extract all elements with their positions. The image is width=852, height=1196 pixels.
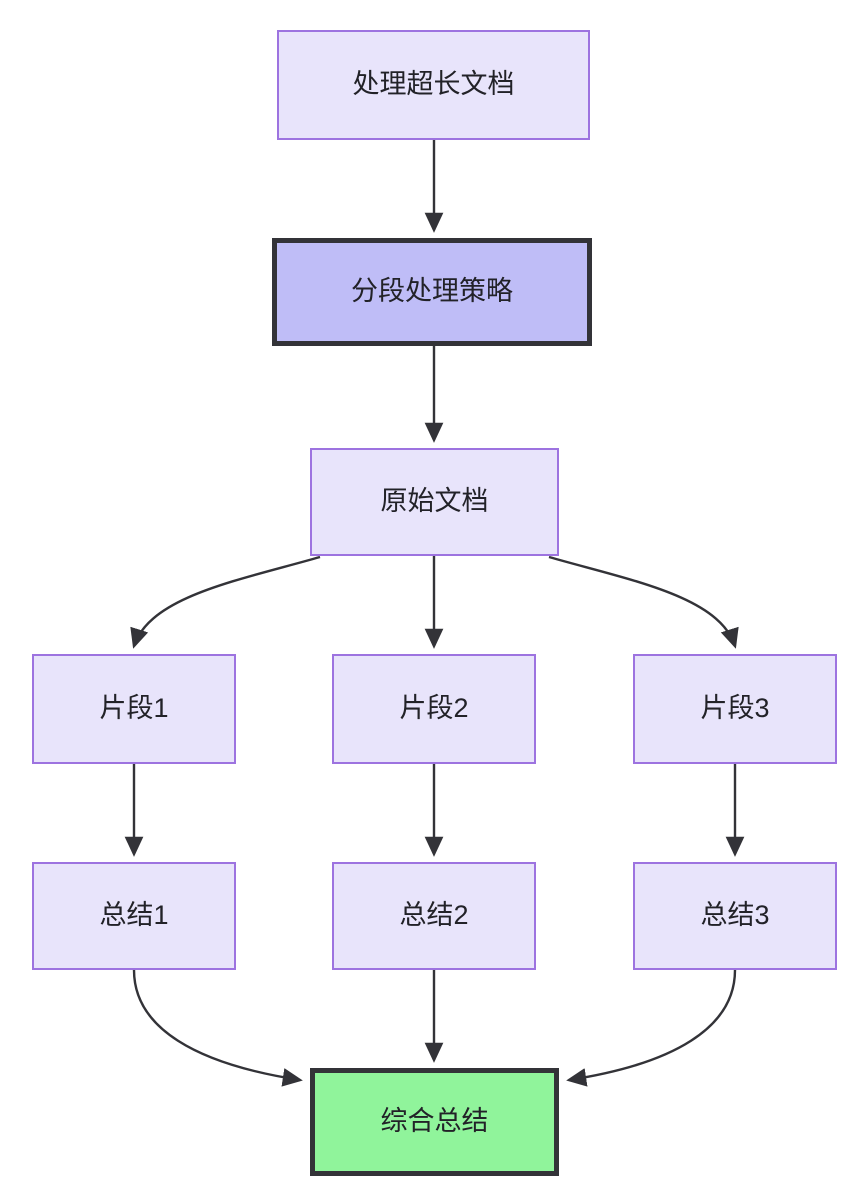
- node-label: 片段3: [700, 693, 770, 724]
- node-summary-2[interactable]: 总结2: [332, 862, 536, 970]
- edge-source-to-fragment3: [548, 555, 739, 649]
- node-label: 片段1: [99, 693, 169, 724]
- node-label: 总结3: [700, 900, 770, 931]
- node-final-summary[interactable]: 综合总结: [310, 1068, 559, 1176]
- node-chunking-strategy[interactable]: 分段处理策略: [272, 238, 592, 346]
- edge-source-to-fragment1: [130, 555, 321, 649]
- node-process-long-document[interactable]: 处理超长文档: [277, 30, 590, 140]
- node-fragment-3[interactable]: 片段3: [633, 654, 837, 764]
- node-fragment-1[interactable]: 片段1: [32, 654, 236, 764]
- node-summary-1[interactable]: 总结1: [32, 862, 236, 970]
- node-label: 总结2: [399, 900, 469, 931]
- node-label: 综合总结: [380, 1106, 489, 1137]
- node-fragment-2[interactable]: 片段2: [332, 654, 536, 764]
- node-label: 处理超长文档: [352, 69, 515, 100]
- node-label: 片段2: [399, 693, 469, 724]
- node-label: 原始文档: [380, 486, 489, 517]
- edge-summary1-to-final: [132, 969, 303, 1087]
- node-label: 总结1: [99, 900, 169, 931]
- node-summary-3[interactable]: 总结3: [633, 862, 837, 970]
- node-label: 分段处理策略: [351, 276, 513, 307]
- edge-summary3-to-final: [566, 969, 737, 1087]
- node-source-document[interactable]: 原始文档: [310, 448, 559, 556]
